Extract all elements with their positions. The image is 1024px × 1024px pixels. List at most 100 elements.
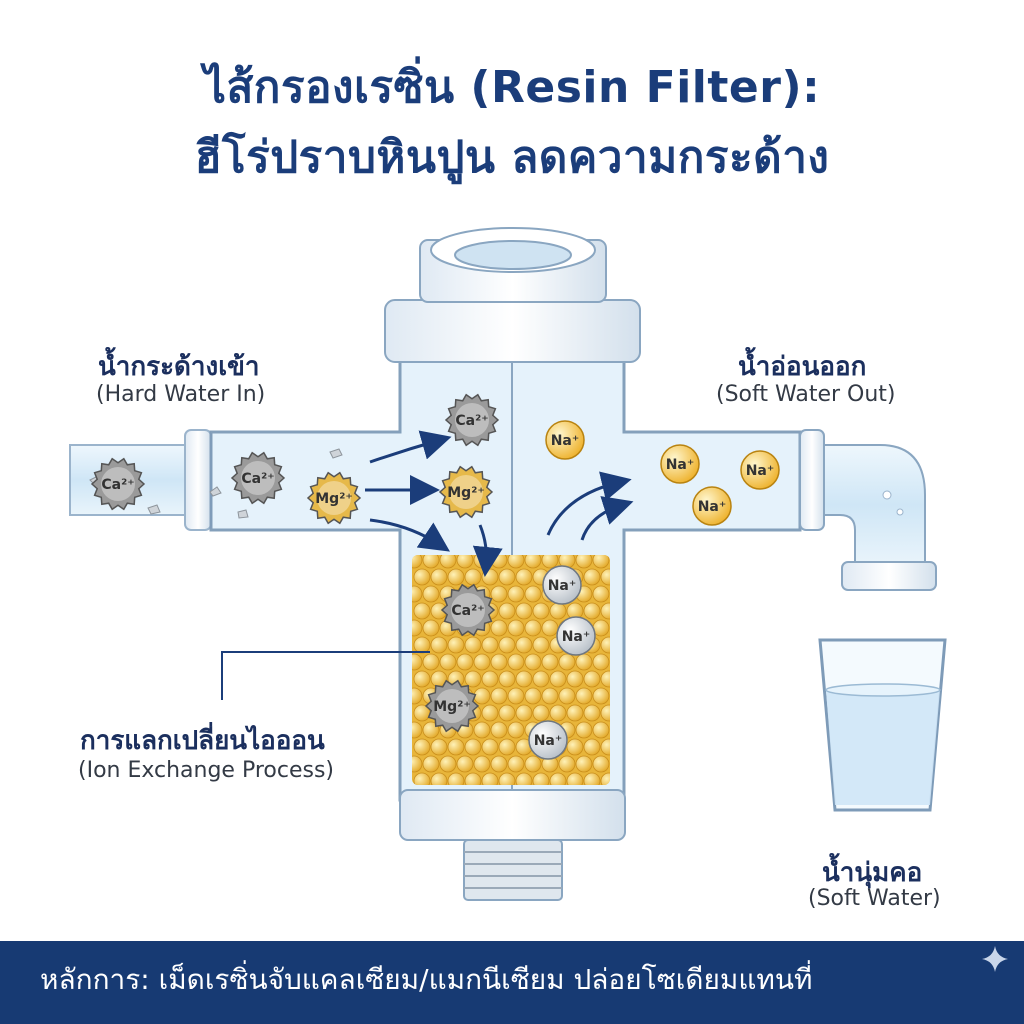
resin-bead <box>575 653 593 671</box>
resin-bead <box>490 585 508 603</box>
sodium-ion-label: Na⁺ <box>548 578 577 594</box>
resin-bead <box>490 619 508 637</box>
resin-bead <box>592 555 610 569</box>
resin-bead <box>515 772 533 785</box>
resin-bead <box>413 772 431 785</box>
resin-bead <box>541 653 559 671</box>
sodium-ion: Na⁺ <box>556 616 596 656</box>
resin-bead <box>532 670 550 688</box>
resin-bead <box>447 772 465 785</box>
resin-bead <box>507 687 525 705</box>
ion-exchange-label-th: การแลกเปลี่ยนไอออน <box>80 726 325 756</box>
resin-bead <box>583 670 601 688</box>
resin-bead <box>498 738 516 756</box>
sodium-ion-label: Na⁺ <box>551 433 580 449</box>
resin-bead <box>532 772 550 785</box>
magnesium-ion: Mg²⁺ <box>438 465 494 519</box>
resin-bead <box>439 653 457 671</box>
sodium-ion-label: Na⁺ <box>666 457 695 473</box>
resin-bead <box>473 755 491 773</box>
resin-bead <box>524 653 542 671</box>
magnesium-ion-label: Mg²⁺ <box>447 485 484 501</box>
hard-water-in-label-th: น้ำกระด้างเข้า <box>98 352 260 382</box>
resin-bead <box>600 738 610 756</box>
resin-bead <box>473 721 491 739</box>
resin-bead <box>549 772 567 785</box>
resin-bead <box>498 704 516 722</box>
resin-bead <box>583 772 601 785</box>
resin-bead <box>515 704 533 722</box>
resin-bead <box>490 755 508 773</box>
resin-bead <box>422 555 440 569</box>
resin-bead <box>464 772 482 785</box>
resin-bead <box>422 755 440 773</box>
resin-bead <box>413 602 431 620</box>
title-line-2: ฮีโร่ปราบหินปูน ลดความกระด้าง <box>194 132 830 183</box>
calcium-ion: Ca²⁺ <box>90 457 146 511</box>
resin-bead <box>481 670 499 688</box>
resin-bead <box>600 704 610 722</box>
sodium-ion: Na⁺ <box>740 450 780 490</box>
calcium-ion-label: Ca²⁺ <box>241 471 274 487</box>
resin-bead <box>413 670 431 688</box>
resin-bead <box>481 568 499 586</box>
resin-bead <box>515 636 533 654</box>
resin-bead <box>507 653 525 671</box>
resin-bead <box>412 619 423 637</box>
resin-bead <box>412 755 423 773</box>
soft-water-out-label-en: (Soft Water Out) <box>716 382 896 407</box>
resin-bead <box>541 619 559 637</box>
resin-bead <box>515 602 533 620</box>
resin-bead <box>507 755 525 773</box>
resin-bead <box>524 585 542 603</box>
resin-bead <box>583 602 601 620</box>
resin-bead <box>600 568 610 586</box>
resin-bead <box>412 687 423 705</box>
resin-bead <box>558 755 576 773</box>
sparkle-icon <box>982 946 1008 972</box>
calcium-ion-label: Ca²⁺ <box>101 477 134 493</box>
resin-bead <box>481 704 499 722</box>
resin-bead <box>575 721 593 739</box>
resin-bead <box>456 653 474 671</box>
calcium-ion-label: Ca²⁺ <box>451 603 484 619</box>
resin-bead <box>532 704 550 722</box>
resin-bead <box>583 568 601 586</box>
soft-water-out-label-th: น้ำอ่อนออก <box>738 352 867 382</box>
resin-bead <box>507 585 525 603</box>
resin-bead <box>413 738 431 756</box>
magnesium-ion: Mg²⁺ <box>424 679 480 733</box>
resin-bead <box>498 602 516 620</box>
resin-bead <box>558 653 576 671</box>
magnesium-ion-label: Mg²⁺ <box>433 699 470 715</box>
resin-bead <box>422 653 440 671</box>
resin-bead <box>464 670 482 688</box>
resin-bead <box>473 653 491 671</box>
calcium-ion-label: Ca²⁺ <box>455 413 488 429</box>
resin-bead <box>412 585 423 603</box>
resin-bead <box>507 555 525 569</box>
magnesium-ion: Mg²⁺ <box>306 471 362 525</box>
calcium-ion: Ca²⁺ <box>440 583 496 637</box>
resin-bead <box>439 555 457 569</box>
resin-bead <box>549 670 567 688</box>
resin-bead <box>413 568 431 586</box>
resin-bead <box>592 721 610 739</box>
resin-bead <box>422 721 440 739</box>
resin-bead <box>600 670 610 688</box>
resin-bead <box>592 755 610 773</box>
resin-bead <box>464 738 482 756</box>
resin-bead <box>507 721 525 739</box>
resin-bead <box>566 772 584 785</box>
flow-arrows <box>365 430 634 577</box>
resin-bead <box>532 636 550 654</box>
resin-bead <box>422 585 440 603</box>
resin-bead <box>566 738 584 756</box>
resin-bead <box>439 755 457 773</box>
outlet-pipe <box>799 429 937 591</box>
resin-bead <box>532 602 550 620</box>
sodium-ion: Na⁺ <box>545 420 585 460</box>
resin-bead <box>524 755 542 773</box>
water-glass <box>818 638 947 812</box>
